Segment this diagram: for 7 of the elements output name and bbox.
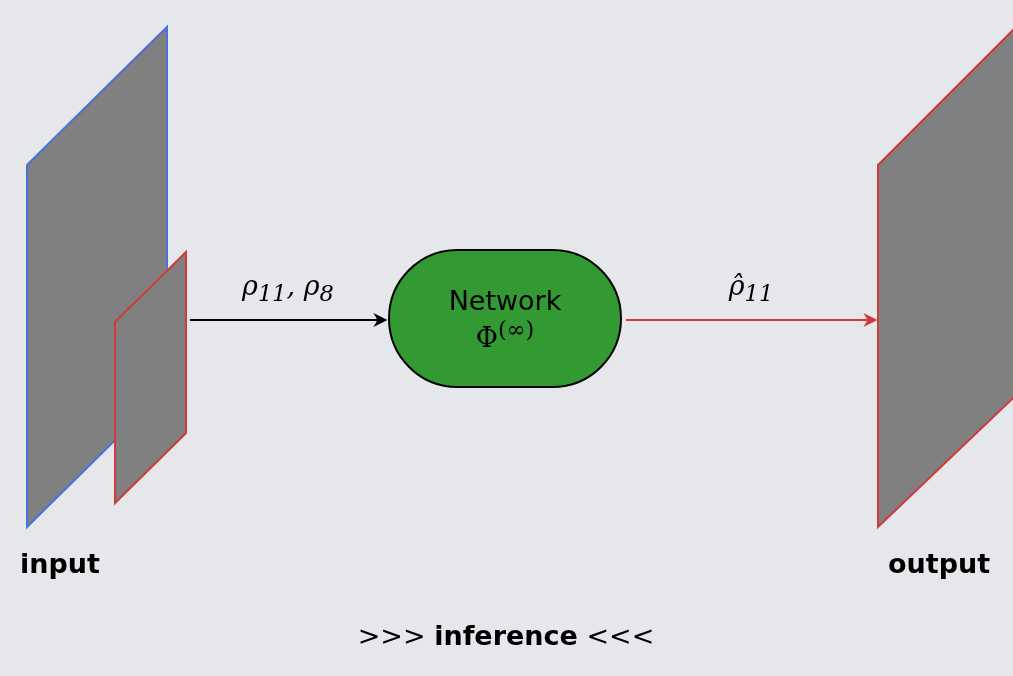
slab-caption: output: [888, 548, 991, 579]
slab-caption: input: [20, 548, 100, 579]
edge-label: ρ̂$_{11}$: [728, 270, 774, 307]
edge-label: ρ$_{11}$, ρ$_{8}$: [242, 270, 334, 307]
caption: >>> inference <<<: [357, 620, 655, 651]
node-title: Network: [448, 284, 562, 316]
node-symbol: Φ$^{(∞)}$: [475, 315, 535, 353]
